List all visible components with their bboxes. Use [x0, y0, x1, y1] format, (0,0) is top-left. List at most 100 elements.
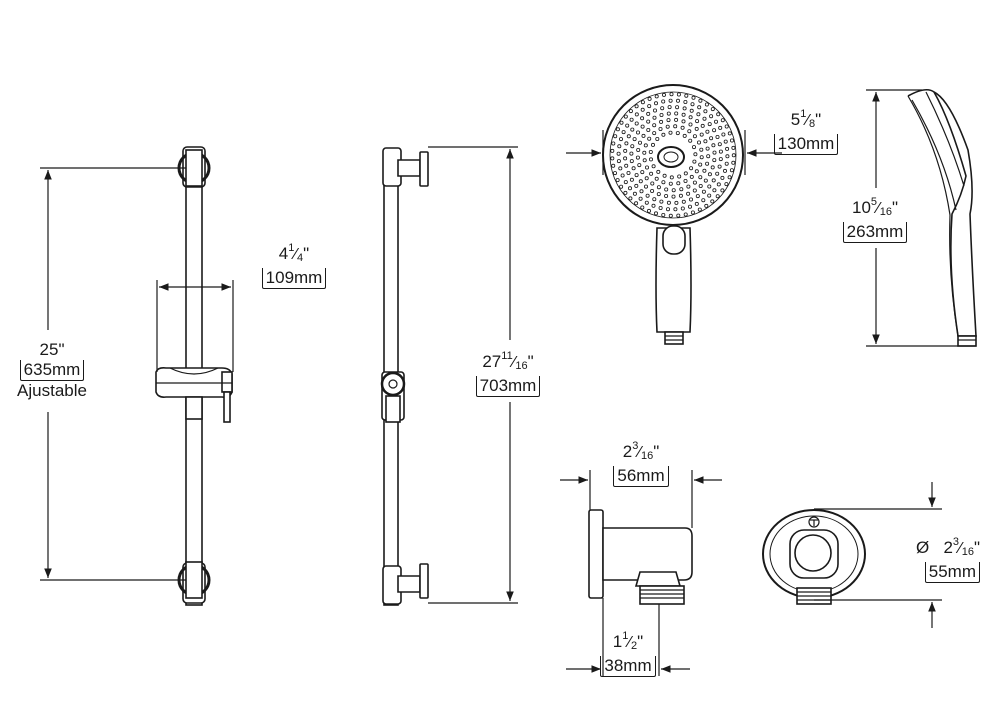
spray-nozzle: [677, 174, 682, 179]
spray-nozzle: [634, 121, 639, 126]
spray-nozzle: [681, 119, 686, 124]
spray-nozzle: [643, 143, 648, 148]
spray-nozzle: [666, 118, 671, 123]
spray-nozzle: [655, 136, 660, 141]
spray-nozzle: [692, 134, 697, 139]
spray-nozzle: [652, 123, 657, 128]
slide-bar-front-icon: [155, 146, 233, 606]
elbow-depth-dimension: [560, 470, 722, 528]
spray-nozzle: [652, 115, 657, 120]
spray-nozzle: [706, 154, 711, 159]
spray-nozzle: [669, 175, 674, 180]
spray-nozzle: [662, 92, 667, 97]
spray-nozzle: [613, 134, 618, 139]
spray-nozzle: [683, 171, 688, 176]
spray-nozzle: [649, 157, 654, 162]
spray-nozzle: [618, 166, 623, 171]
holder-offset-label: 41⁄4" 109mm: [246, 238, 342, 289]
spray-nozzle: [675, 105, 680, 110]
spray-nozzle: [704, 102, 709, 107]
overall-height-dimension: [428, 146, 518, 604]
spray-nozzle: [654, 176, 659, 181]
spray-nozzle: [632, 137, 637, 142]
spray-nozzle: [725, 154, 730, 159]
spray-nozzle: [629, 117, 634, 122]
spray-nozzle: [701, 189, 706, 194]
spray-nozzle: [676, 92, 681, 97]
spray-nozzle: [661, 132, 666, 137]
spray-nozzle: [644, 184, 649, 189]
spray-nozzle: [616, 151, 621, 156]
spray-nozzle: [640, 107, 645, 112]
spray-nozzle: [682, 106, 687, 111]
spray-nozzle: [664, 193, 669, 198]
spray-nozzle: [724, 182, 729, 187]
spray-nozzle: [712, 188, 717, 193]
spray-nozzle: [709, 114, 714, 119]
spray-nozzle: [615, 127, 620, 132]
head-diameter-dimension: [566, 130, 782, 175]
spray-nozzle: [673, 124, 678, 129]
spray-nozzle: [623, 190, 628, 195]
spray-nozzle: [615, 178, 620, 183]
spray-nozzle: [729, 168, 734, 173]
spray-nozzle: [661, 212, 666, 217]
spray-nozzle: [623, 156, 628, 161]
spray-nozzle: [629, 159, 634, 164]
spray-nozzle: [668, 181, 673, 186]
spray-nozzle: [634, 104, 639, 109]
spray-nozzle: [650, 188, 655, 193]
spray-nozzle: [688, 138, 693, 143]
spray-nozzle: [656, 169, 661, 174]
spray-nozzle: [676, 98, 681, 103]
handshower-side-icon: [907, 88, 977, 347]
spray-nozzle: [628, 186, 633, 191]
spray-nozzle: [710, 165, 715, 170]
spray-nozzle: [714, 119, 719, 124]
spray-nozzle: [666, 207, 671, 212]
spray-nozzle: [659, 113, 664, 118]
spray-nozzle: [617, 144, 622, 149]
spray-nozzle: [656, 192, 661, 197]
spray-nozzle: [682, 133, 687, 138]
spray-nozzle: [711, 143, 716, 148]
spray-nozzle: [689, 197, 694, 202]
spray-nozzle: [676, 181, 681, 186]
spray-nozzle: [674, 200, 679, 205]
spray-nozzle: [644, 200, 649, 205]
spray-nozzle: [668, 98, 673, 103]
spray-nozzle: [651, 164, 656, 169]
spray-nozzle: [640, 170, 645, 175]
spray-nozzle: [707, 184, 712, 189]
spray-nozzle: [631, 166, 636, 171]
spray-nozzle: [683, 100, 688, 105]
spray-nozzle: [692, 145, 697, 150]
spray-nozzle: [701, 198, 706, 203]
spray-nozzle: [692, 180, 697, 185]
spray-nozzle: [716, 182, 721, 187]
spray-nozzle: [707, 172, 712, 177]
spray-nozzle: [689, 108, 694, 113]
spray-nozzle: [634, 201, 639, 206]
spray-nozzle: [645, 193, 650, 198]
spray-nozzle: [709, 136, 714, 141]
spray-nozzle: [629, 151, 634, 156]
spray-nozzle: [654, 94, 659, 99]
spray-nozzle: [666, 111, 671, 116]
spray-nozzle: [668, 213, 673, 218]
spray-nozzle: [623, 148, 628, 153]
spray-nozzle: [702, 116, 707, 121]
spray-nozzle: [700, 123, 705, 128]
spray-nozzle: [698, 175, 703, 180]
spray-nozzle: [616, 159, 621, 164]
spray-nozzle: [698, 98, 703, 103]
spray-nozzle: [649, 171, 654, 176]
spray-nozzle: [636, 130, 641, 135]
spray-nozzle: [632, 191, 637, 196]
spray-nozzle: [662, 173, 667, 178]
spray-nozzle: [725, 146, 730, 151]
spray-nozzle: [647, 136, 652, 141]
spray-nozzle: [698, 162, 703, 167]
spray-nozzle: [724, 124, 729, 129]
